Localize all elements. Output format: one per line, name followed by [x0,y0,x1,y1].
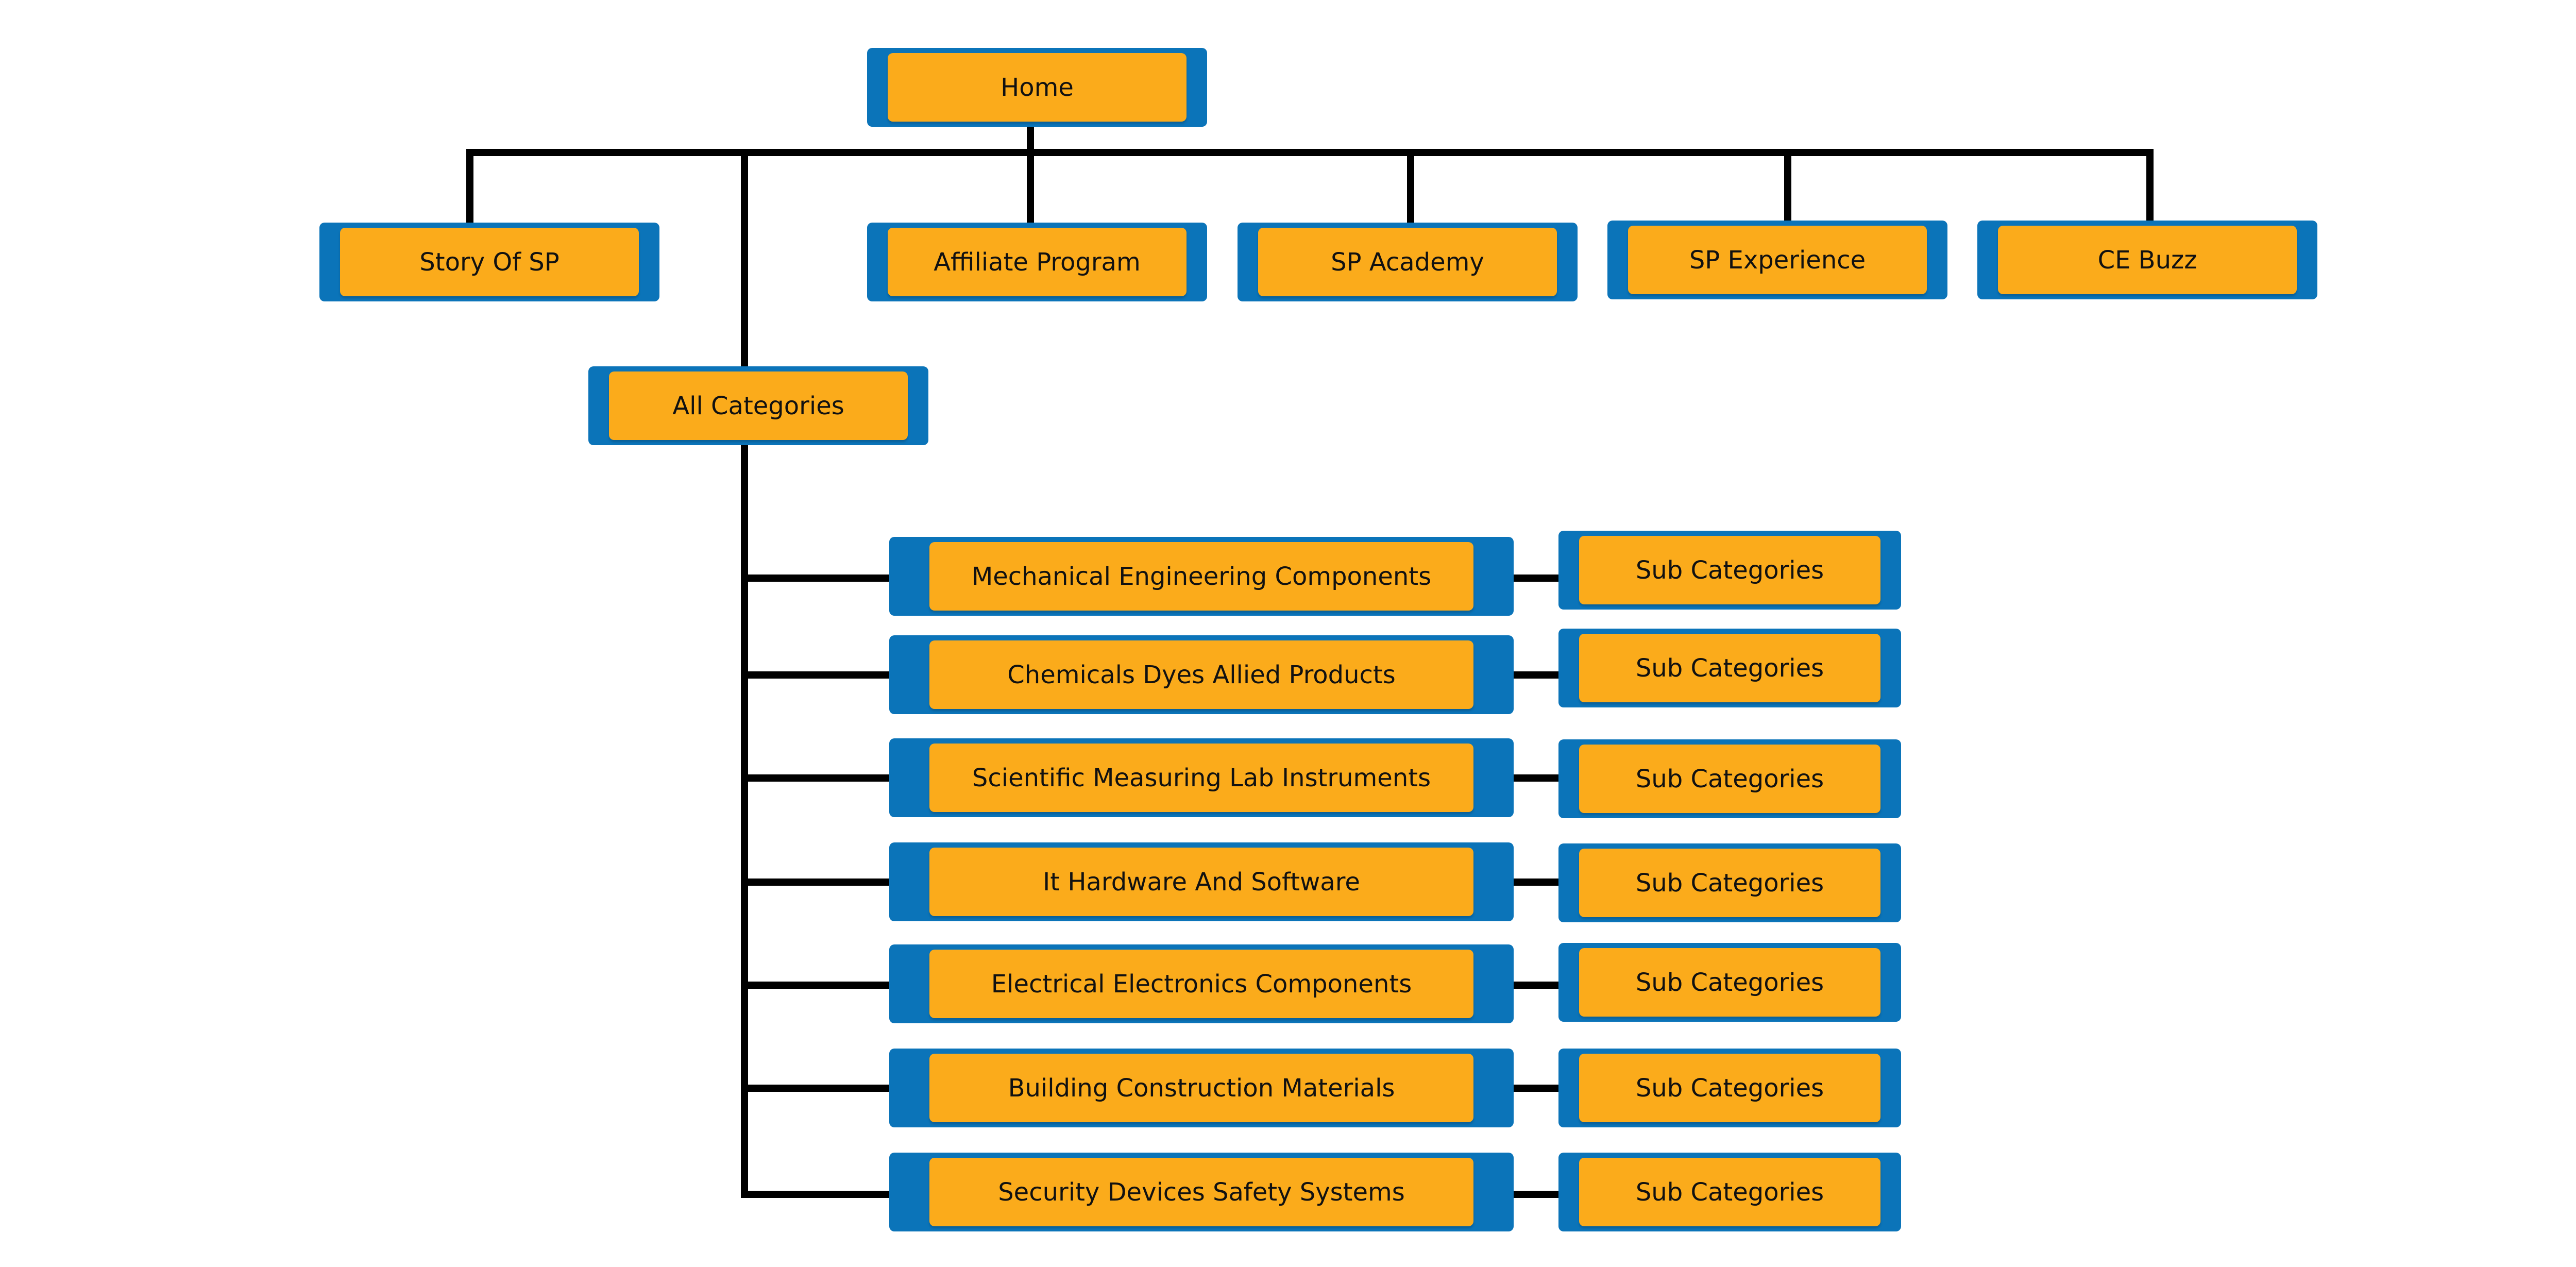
node-story-of-sp: Story Of SP [319,223,659,301]
sub-categories-label: Sub Categories [1579,634,1880,702]
category-node: Building Construction Materials [889,1049,1514,1127]
sub-categories-node: Sub Categories [1558,1153,1901,1231]
sub-categories-node: Sub Categories [1558,843,1901,922]
node-home: Home [867,48,1207,127]
category-node: It Hardware And Software [889,842,1514,921]
sub-categories-label: Sub Categories [1579,948,1880,1017]
node-affiliate-program: Affiliate Program [867,223,1207,301]
sub-categories-node: Sub Categories [1558,531,1901,610]
sub-categories-node: Sub Categories [1558,629,1901,707]
category-label: Security Devices Safety Systems [929,1158,1473,1226]
node-all-categories: All Categories [588,366,928,445]
category-label: It Hardware And Software [929,848,1473,916]
sub-categories-label: Sub Categories [1579,1054,1880,1122]
category-node: Mechanical Engineering Components [889,537,1514,616]
node-affiliate-program-label: Affiliate Program [888,228,1187,296]
sub-categories-label: Sub Categories [1579,745,1880,813]
sub-categories-node: Sub Categories [1558,1049,1901,1127]
sub-categories-label: Sub Categories [1579,536,1880,604]
node-all-categories-label: All Categories [609,371,908,440]
node-sp-experience-label: SP Experience [1628,226,1927,294]
category-node: Electrical Electronics Components [889,944,1514,1023]
category-node: Chemicals Dyes Allied Products [889,635,1514,714]
category-label: Scientific Measuring Lab Instruments [929,744,1473,812]
node-home-label: Home [888,53,1187,122]
node-story-of-sp-label: Story Of SP [340,228,639,296]
sub-categories-label: Sub Categories [1579,1158,1880,1226]
category-label: Building Construction Materials [929,1054,1473,1122]
node-ce-buzz: CE Buzz [1977,221,2317,299]
category-node: Security Devices Safety Systems [889,1153,1514,1231]
category-label: Chemicals Dyes Allied Products [929,640,1473,709]
node-sp-academy: SP Academy [1238,223,1578,301]
node-ce-buzz-label: CE Buzz [1998,226,2297,294]
node-sp-experience: SP Experience [1607,221,1947,299]
category-node: Scientific Measuring Lab Instruments [889,738,1514,817]
sub-categories-node: Sub Categories [1558,739,1901,818]
category-label: Mechanical Engineering Components [929,542,1473,611]
sub-categories-label: Sub Categories [1579,849,1880,917]
sub-categories-node: Sub Categories [1558,943,1901,1022]
category-label: Electrical Electronics Components [929,950,1473,1018]
node-sp-academy-label: SP Academy [1258,228,1557,296]
